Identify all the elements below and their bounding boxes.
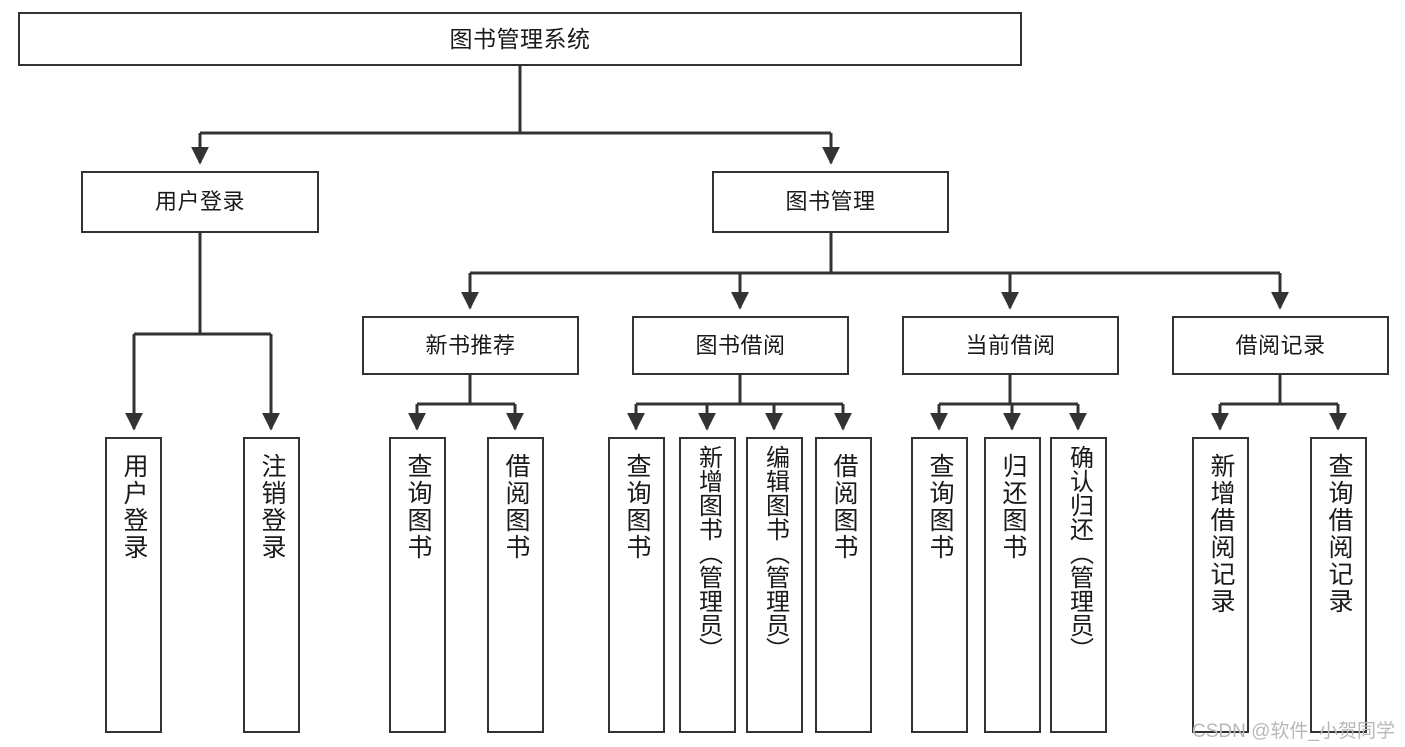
node-leaf-borrow-book-recommend[interactable]: 借阅图书 [487,437,544,733]
node-borrow-record[interactable]: 借阅记录 [1172,316,1389,375]
node-label: 图书管理系统 [449,25,591,52]
node-label: 查询图书 [926,453,954,561]
node-label: 新增图书（管理员） [694,445,722,661]
node-leaf-query-book-recommend[interactable]: 查询图书 [389,437,446,733]
node-root-system[interactable]: 图书管理系统 [18,12,1022,66]
node-label: 用户登录 [120,453,148,561]
node-leaf-edit-book-admin[interactable]: 编辑图书（管理员） [746,437,803,733]
node-label: 借阅图书 [502,453,530,561]
node-current-borrow[interactable]: 当前借阅 [902,316,1119,375]
node-leaf-add-borrow-record[interactable]: 新增借阅记录 [1192,437,1249,733]
node-label: 注销登录 [258,453,286,561]
node-leaf-borrow-book-borrow[interactable]: 借阅图书 [815,437,872,733]
csdn-watermark: CSDN @软件_小贺同学 [1192,721,1395,742]
node-label: 新增借阅记录 [1207,453,1235,615]
node-book-borrow[interactable]: 图书借阅 [632,316,849,375]
node-user-login[interactable]: 用户登录 [81,171,319,233]
node-leaf-confirm-return-admin[interactable]: 确认归还（管理员） [1050,437,1107,733]
node-label: 编辑图书（管理员） [761,445,789,661]
node-leaf-user-logout[interactable]: 注销登录 [243,437,300,733]
node-label: 图书管理 [785,189,876,215]
node-leaf-query-borrow-record[interactable]: 查询借阅记录 [1310,437,1367,733]
node-label: 图书借阅 [695,332,786,358]
node-book-management[interactable]: 图书管理 [712,171,949,233]
node-label: 确认归还（管理员） [1065,445,1093,661]
node-leaf-return-book[interactable]: 归还图书 [984,437,1041,733]
node-leaf-query-book-current[interactable]: 查询图书 [911,437,968,733]
node-leaf-query-book-borrow[interactable]: 查询图书 [608,437,665,733]
node-label: 归还图书 [999,453,1027,561]
node-label: 查询图书 [623,453,651,561]
node-label: 当前借阅 [965,332,1056,358]
node-label: 借阅图书 [830,453,858,561]
node-label: 借阅记录 [1235,332,1326,358]
node-label: 用户登录 [154,189,245,215]
node-label: 查询图书 [404,453,432,561]
node-leaf-add-book-admin[interactable]: 新增图书（管理员） [679,437,736,733]
node-leaf-user-login[interactable]: 用户登录 [105,437,162,733]
node-new-book-recommend[interactable]: 新书推荐 [362,316,579,375]
node-label: 新书推荐 [425,332,516,358]
node-label: 查询借阅记录 [1325,453,1353,615]
